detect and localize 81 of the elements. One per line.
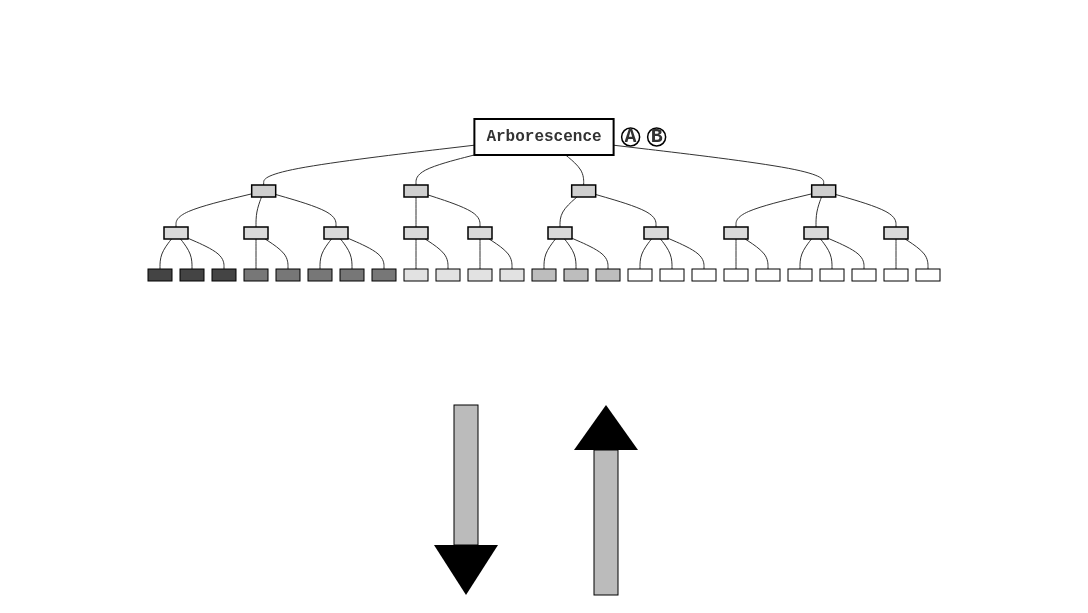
node-box (339, 268, 365, 282)
node-box (659, 268, 685, 282)
node-box (819, 268, 845, 282)
connector (415, 196, 417, 228)
node-box (323, 226, 349, 240)
connector (820, 238, 833, 270)
connector (559, 196, 578, 228)
connector (639, 238, 652, 270)
connector (415, 238, 417, 270)
connector (799, 238, 812, 270)
connector (660, 238, 673, 270)
node-box (803, 226, 829, 240)
node-box (499, 268, 525, 282)
connector (415, 154, 475, 186)
connector (255, 196, 262, 228)
node-box (627, 268, 653, 282)
node-box (147, 268, 173, 282)
node-box (563, 268, 589, 282)
connector (427, 194, 481, 228)
connector (613, 144, 825, 186)
connector (827, 237, 865, 270)
node-box (691, 268, 717, 282)
node-box (243, 268, 269, 282)
connector (904, 238, 929, 270)
node-box (883, 268, 909, 282)
node-box (595, 268, 621, 282)
connector (159, 238, 172, 270)
connector (543, 238, 556, 270)
connector (175, 193, 253, 228)
node-box (435, 268, 461, 282)
node-box (403, 226, 429, 240)
node-box (755, 268, 781, 282)
connector (735, 238, 737, 270)
connector (571, 237, 609, 270)
node-box (915, 268, 941, 282)
connector (564, 238, 577, 270)
node-box (403, 184, 429, 198)
connector (255, 238, 257, 270)
node-box (307, 268, 333, 282)
node-box: Arborescence (473, 118, 615, 156)
node-box (371, 268, 397, 282)
node-box (723, 226, 749, 240)
node-box (643, 226, 669, 240)
node-box (211, 268, 237, 282)
connector (275, 194, 337, 228)
node-box (547, 226, 573, 240)
connector (735, 193, 813, 228)
connector (424, 238, 449, 270)
node-box (467, 226, 493, 240)
node-box (243, 226, 269, 240)
connector (565, 154, 585, 186)
node-box (883, 226, 909, 240)
connector (815, 196, 822, 228)
connector (340, 238, 353, 270)
node-box (787, 268, 813, 282)
connector (319, 238, 332, 270)
connector (479, 238, 481, 270)
node-box (570, 184, 597, 198)
connector (180, 238, 193, 270)
connector (264, 238, 289, 270)
connector (835, 194, 897, 228)
node-box (810, 184, 837, 198)
connector (187, 237, 225, 270)
node-circle: A (620, 127, 641, 147)
connector (744, 238, 769, 270)
node-box (723, 268, 749, 282)
node-circle: B (646, 127, 667, 147)
node-box (403, 268, 429, 282)
node-box (851, 268, 877, 282)
connector (895, 238, 897, 270)
connector (667, 237, 705, 270)
node-box (250, 184, 277, 198)
node-box (275, 268, 301, 282)
connector (595, 194, 657, 228)
connector (263, 144, 475, 186)
connector (488, 238, 513, 270)
node-box (467, 268, 493, 282)
connector (347, 237, 385, 270)
node-box (179, 268, 205, 282)
node-box (163, 226, 189, 240)
node-box (531, 268, 557, 282)
